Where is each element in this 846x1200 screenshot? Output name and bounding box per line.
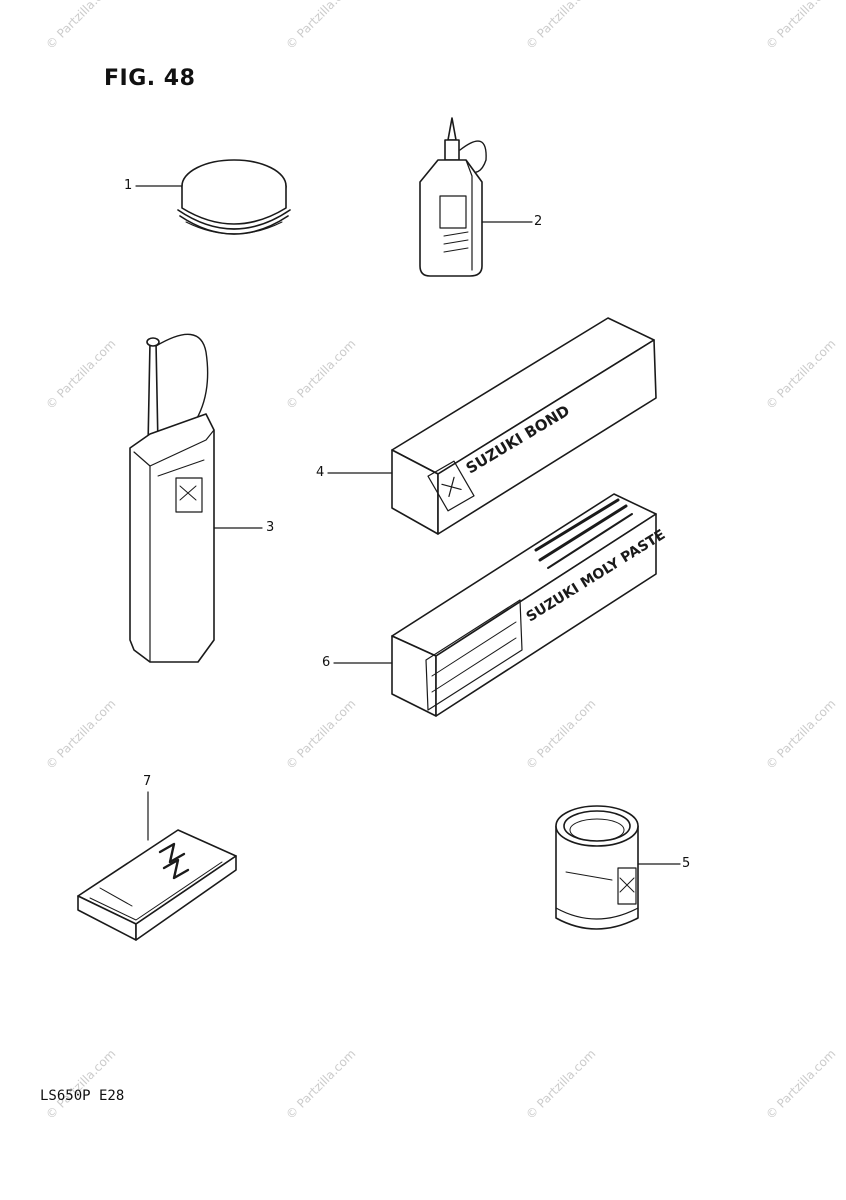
callout-4: 4	[316, 465, 325, 480]
figure-title: FIG. 48	[104, 66, 196, 91]
part-4-bond-box	[391, 317, 657, 535]
part-1-grease-tin	[177, 159, 291, 235]
callout-7: 7	[143, 774, 152, 789]
callout-3: 3	[266, 520, 275, 535]
part-7-grease-pack	[77, 829, 237, 941]
callout-1: 1	[124, 178, 133, 193]
part-5-paint-can	[555, 805, 639, 930]
callout-5: 5	[682, 856, 691, 871]
model-code: LS650P E28	[40, 1088, 125, 1104]
callout-2: 2	[534, 214, 543, 229]
part-6-moly-paste-box	[391, 493, 657, 717]
leader-lines	[135, 185, 681, 865]
callout-6: 6	[322, 655, 331, 670]
part-2-oil-bottle	[419, 117, 487, 277]
part-3-oil-can	[129, 333, 215, 663]
